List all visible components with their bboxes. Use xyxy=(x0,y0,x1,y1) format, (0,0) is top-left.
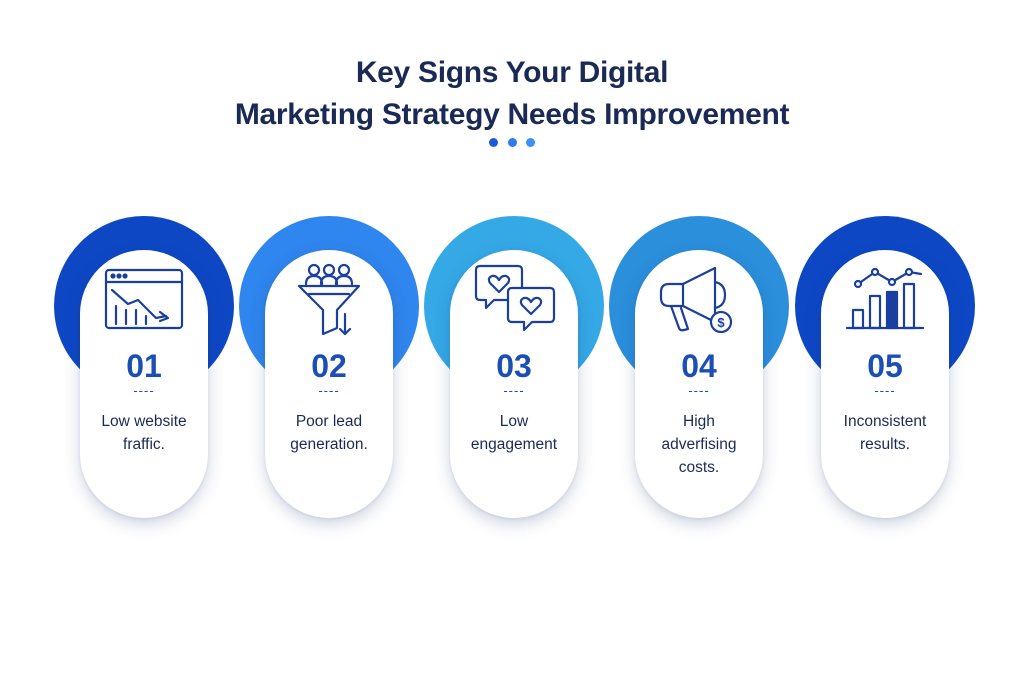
card-label-line: generation. xyxy=(290,436,368,453)
card-label-line: engagement xyxy=(470,436,558,453)
sign-card-1: 01 ---- Low website fraffic. xyxy=(54,216,234,522)
card-pill xyxy=(80,250,208,518)
card-label-line: adverfising xyxy=(661,436,737,453)
sign-card-4: $ 04 ---- High adverfising costs. xyxy=(609,216,789,522)
bar-chart-trend-icon xyxy=(845,267,925,330)
card-number: 01 xyxy=(126,348,162,384)
dot xyxy=(526,138,535,147)
sign-card-5: 05 ---- Inconsistent results. xyxy=(795,216,975,522)
card-dashes: ---- xyxy=(503,383,525,398)
card-label-line: Poor lead xyxy=(295,413,363,430)
title-line-2: Marketing Strategy Needs Improvement xyxy=(234,98,790,131)
declining-traffic-browser-icon xyxy=(104,268,184,330)
title-line-1: Key Signs Your Digital xyxy=(355,56,669,89)
card-label-line: costs. xyxy=(678,459,720,476)
card-dashes: ---- xyxy=(688,383,710,398)
card-dashes: ---- xyxy=(133,383,155,398)
svg-text:$: $ xyxy=(717,315,725,330)
megaphone-dollar-icon: $ xyxy=(659,266,733,334)
lead-funnel-icon xyxy=(297,263,361,336)
title-dots-decoration xyxy=(489,138,535,148)
card-label: Inconsistent results. xyxy=(821,410,949,456)
card-pill xyxy=(821,250,949,518)
sign-card-2: 02 ---- Poor lead generation. xyxy=(239,216,419,522)
chat-heart-bubbles-icon xyxy=(474,264,556,332)
dot xyxy=(507,138,517,147)
card-label-line: results. xyxy=(860,436,910,453)
card-label-line: Inconsistent xyxy=(843,413,927,430)
card-number: 02 xyxy=(311,348,347,384)
card-label: Poor lead generation. xyxy=(265,410,393,456)
card-label-line: High xyxy=(683,413,715,430)
card-label-line: Low xyxy=(499,413,529,430)
card-label: High adverfising costs. xyxy=(635,410,763,479)
card-number: 04 xyxy=(681,348,717,384)
card-dashes: ---- xyxy=(874,383,896,398)
card-pill xyxy=(635,250,763,518)
card-number: 05 xyxy=(867,348,903,384)
card-dashes: ---- xyxy=(318,383,340,398)
card-label: Low website fraffic. xyxy=(80,410,208,456)
card-label-line: fraffic. xyxy=(123,436,165,453)
sign-card-3: 03 ---- Low engagement xyxy=(424,216,604,522)
page-title: Key Signs Your Digital Marketing Strateg… xyxy=(0,52,1024,136)
card-label: Low engagement xyxy=(450,410,578,456)
card-label-line: Low website xyxy=(101,413,187,430)
card-number: 03 xyxy=(496,348,532,384)
dot xyxy=(489,138,498,147)
